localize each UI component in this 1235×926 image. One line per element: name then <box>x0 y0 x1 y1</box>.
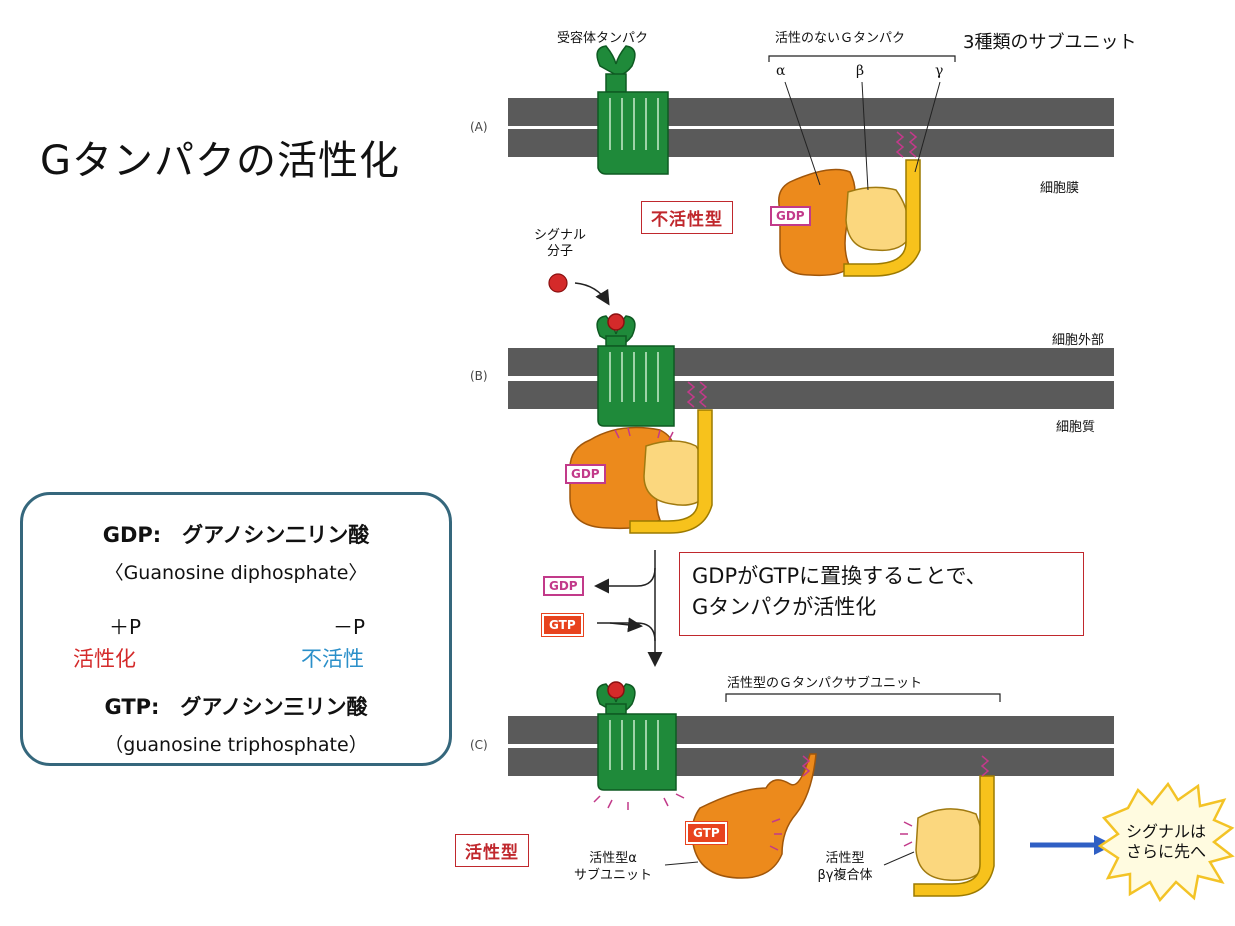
active-subunits-label: 活性型のＧタンパクサブユニット <box>727 676 923 691</box>
receptor-a <box>596 45 669 175</box>
gtp-definition: GTP: グアノシン三リン酸 <box>104 695 368 719</box>
burst-line-2: さらに先へ <box>1125 842 1206 861</box>
beta-subunit-a <box>845 186 910 252</box>
burst-line-1: シグナルは <box>1125 822 1206 841</box>
page-title: Gタンパクの活性化 <box>40 138 400 184</box>
active-bg-c <box>900 755 995 897</box>
receptor-label: 受容体タンパク <box>557 31 649 46</box>
inactive-g-label: 活性のないＧタンパク <box>775 31 906 46</box>
subunit-bracket-c <box>725 693 1001 702</box>
active-alpha-c <box>691 753 817 879</box>
inactivation-label: 不活性 <box>301 647 364 671</box>
gdp-tag-a: GDP <box>770 206 811 226</box>
g-protein-b <box>569 381 713 534</box>
gdp-released-tag: GDP <box>543 576 584 596</box>
panel-c-label: (C) <box>470 738 488 752</box>
active-bg-label: 活性型 βγ複合体 <box>817 851 873 883</box>
cytoplasm-label: 細胞質 <box>1056 420 1096 435</box>
extracellular-label: 細胞外部 <box>1052 333 1105 348</box>
gdp-english: 〈Guanosine diphosphate〉 <box>104 562 368 584</box>
gamma-label: γ <box>935 63 944 79</box>
gdp-definition: GDP: グアノシン二リン酸 <box>102 523 370 547</box>
alpha-label: α <box>776 63 786 79</box>
callout-line-2: Gタンパクが活性化 <box>692 595 877 619</box>
callout-line-1: GDPがGTPに置換することで、 <box>692 564 987 588</box>
g-protein-a <box>778 131 921 277</box>
panel-a-label: (A) <box>470 120 488 134</box>
inactive-form-badge: 不活性型 <box>641 201 733 234</box>
gdp-gtp-infobox: GDP: グアノシン二リン酸 〈Guanosine diphosphate〉 ＋… <box>20 492 452 766</box>
subunit-bracket-a <box>768 55 956 62</box>
receptor-b <box>596 313 675 427</box>
membrane-label: 細胞膜 <box>1040 181 1080 196</box>
signal-arrow <box>574 282 610 306</box>
receptor-c <box>593 681 685 810</box>
signal-burst-shape <box>1097 781 1235 903</box>
three-subunits-label: 3種類のサブユニット <box>963 32 1137 53</box>
gdp-tag-b: GDP <box>565 464 606 484</box>
exchange-arrows <box>594 550 663 667</box>
active-form-badge: 活性型 <box>455 834 529 867</box>
exchange-callout: GDPがGTPに置換することで、 Gタンパクが活性化 <box>679 552 1084 636</box>
gamma-subunit-b <box>629 409 713 534</box>
gamma-subunit-a <box>843 159 921 277</box>
signal-molecule <box>548 273 568 293</box>
minus-p-label: －P <box>333 615 366 639</box>
signal-molecule-label: シグナル 分子 <box>533 228 586 259</box>
panel-b-label: (B) <box>470 369 488 383</box>
active-alpha-label: 活性型α サブユニット <box>573 851 652 883</box>
gtp-incoming-tag: GTP <box>541 613 584 637</box>
beta-label: β <box>856 63 865 79</box>
signal-burst-text: シグナルは さらに先へ <box>1108 822 1224 862</box>
plus-p-label: ＋P <box>109 615 142 639</box>
activation-label: 活性化 <box>73 647 136 671</box>
gtp-tag-c: GTP <box>685 821 728 845</box>
gtp-english: （guanosine triphosphate） <box>104 734 368 756</box>
